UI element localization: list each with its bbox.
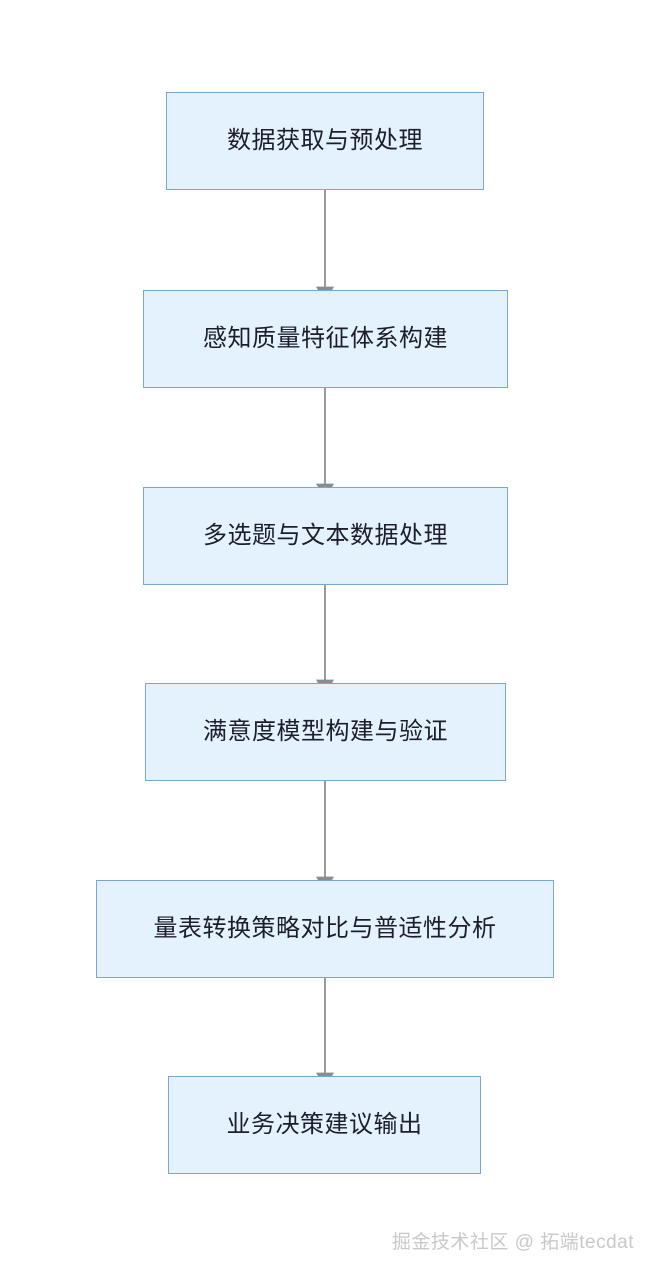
flow-node-2[interactable]: 感知质量特征体系构建 <box>143 290 508 388</box>
flow-node-1[interactable]: 数据获取与预处理 <box>166 92 484 190</box>
watermark-label: 掘金技术社区 @ 拓端tecdat <box>391 1232 634 1253</box>
flow-node-3-label: 多选题与文本数据处理 <box>203 521 448 549</box>
flow-node-3[interactable]: 多选题与文本数据处理 <box>143 487 508 585</box>
flow-node-6[interactable]: 业务决策建议输出 <box>168 1076 481 1174</box>
flow-node-5-label: 量表转换策略对比与普适性分析 <box>153 914 497 942</box>
flow-node-4-label: 满意度模型构建与验证 <box>203 717 448 745</box>
flow-node-1-label: 数据获取与预处理 <box>227 126 423 154</box>
flow-node-4[interactable]: 满意度模型构建与验证 <box>145 683 506 781</box>
flow-node-6-label: 业务决策建议输出 <box>226 1110 423 1138</box>
flow-node-5[interactable]: 量表转换策略对比与普适性分析 <box>96 880 554 978</box>
flow-node-2-label: 感知质量特征体系构建 <box>203 324 448 352</box>
